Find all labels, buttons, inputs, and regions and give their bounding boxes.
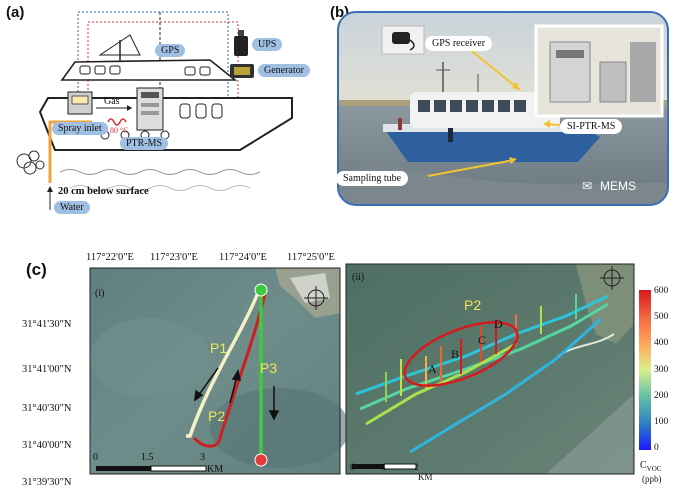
map-i-label: (i) (95, 288, 105, 299)
scale-unit: KM (207, 464, 224, 475)
point-label-d: D (494, 317, 503, 331)
lon-tick: 117°23'0"E (150, 252, 198, 263)
scale-tick: 0 (93, 452, 98, 463)
colorbar-tick: 200 (654, 391, 669, 401)
panel-c-letter: (c) (26, 260, 47, 279)
map-ii (345, 263, 635, 475)
map-i (89, 267, 350, 475)
lon-tick: 117°22'0"E (86, 252, 134, 263)
label-ptr-ms: PTR-MS (120, 137, 169, 150)
path-label-p1: P1 (210, 340, 228, 356)
lat-tick: 31°41'00"N (22, 364, 72, 375)
colorbar-tick: 400 (654, 338, 669, 348)
label-water: Water (54, 201, 90, 214)
colorbar-label: CVOC (640, 460, 661, 473)
label-ups: UPS (252, 38, 283, 51)
boat-photo (337, 11, 669, 206)
point-label-c: C (478, 333, 487, 347)
lat-tick: 31°41'30"N (22, 319, 72, 330)
point-label-a: A (428, 362, 437, 376)
scale-tick: 3 (200, 452, 205, 463)
path-label-p2: P2 (208, 408, 226, 424)
label-generator: Generator (258, 64, 310, 77)
colorbar-unit: (ppb) (642, 474, 662, 484)
colorbar-label-sub: VOC (646, 465, 662, 473)
scale-unit: KM (418, 472, 433, 482)
watermark-text: MEMS (600, 179, 636, 193)
colorbar-tick: 300 (654, 365, 669, 375)
label-gas: Gas (104, 96, 120, 107)
lat-tick: 31°39'30"N (22, 477, 72, 488)
point-label-b: B (451, 347, 460, 361)
lon-tick: 117°24'0"E (219, 252, 267, 263)
colorbar-tick: 100 (654, 417, 669, 427)
lon-tick: 117°25'0"E (287, 252, 335, 263)
colorbar (639, 290, 651, 450)
panel-a-letter: (a) (6, 4, 25, 21)
map-ii-label: (ii) (352, 272, 365, 283)
label-heater: 80 °C (110, 126, 129, 135)
lat-tick: 31°40'30"N (22, 403, 72, 414)
scale-tick: 2 (414, 462, 419, 472)
label-depth: 20 cm below surface (58, 186, 149, 197)
label-si-ptr-ms: SI-PTR-MS (560, 119, 623, 134)
colorbar-tick: 0 (654, 443, 659, 453)
scale-tick: 0 (350, 462, 355, 472)
label-gps-receiver: GPS receiver (425, 36, 493, 51)
scale-tick: 1 (382, 462, 387, 472)
label-gps: GPS (155, 44, 186, 57)
colorbar-tick: 500 (654, 312, 669, 322)
ship-schematic (16, 11, 293, 210)
label-sampling-tube: Sampling tube (336, 171, 409, 186)
path-label-p3: P3 (260, 360, 278, 376)
colorbar-tick: 600 (654, 286, 669, 296)
label-spray-inlet: Spray inlet (52, 122, 108, 135)
watermark-icon: ✉ (582, 179, 593, 193)
lat-tick: 31°40'00"N (22, 440, 72, 451)
colorbar-label-main: C (640, 460, 647, 471)
scale-tick: 1.5 (141, 452, 154, 463)
path-label-p2-3d: P2 (464, 297, 482, 313)
